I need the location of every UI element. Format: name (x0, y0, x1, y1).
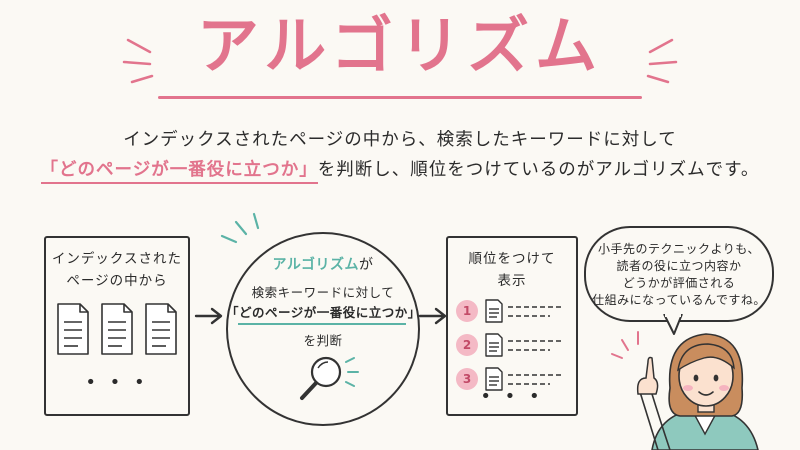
lead-line-2-rest: を判断し、順位をつけているのがアルゴリズムです。 (317, 160, 760, 180)
rank-number-1: 1 (456, 300, 478, 322)
bubble-line-3: どうかが評価される (622, 276, 736, 290)
document-icon (485, 299, 503, 323)
rank-number-2: 2 (456, 334, 478, 356)
circle-sparkles (220, 212, 260, 244)
rank-number-3: 3 (456, 368, 478, 390)
circle-underline (238, 323, 406, 325)
algorithm-circle (226, 232, 420, 426)
magnifier-icon (300, 356, 359, 400)
circle-title-algorithm: アルゴリズム (272, 257, 360, 273)
document-icon (485, 367, 503, 391)
indexed-pages-label: インデックスされた ページの中から (44, 248, 190, 292)
circle-line-2: 「どのページが一番役に立つか」 (226, 305, 421, 320)
lead-line-1: インデックスされたページの中から、検索したキーワードに対して (123, 130, 677, 150)
title-underline (158, 96, 642, 99)
document-icons (57, 303, 177, 355)
circle-line-3: を判断 (303, 333, 343, 348)
document-icon (57, 303, 89, 355)
more-pages-dots: • • • (85, 372, 149, 393)
ranked-results (485, 299, 562, 391)
lead-line-2: 「どのページが一番役に立つか」を判断し、順位をつけているのがアルゴリズムです。 (0, 156, 800, 184)
circle-line-1: 検索キーワードに対して (251, 285, 395, 300)
circle-title: アルゴリズムが (226, 254, 420, 274)
woman-illustration (611, 331, 759, 450)
speech-bubble (584, 226, 774, 322)
document-icon (101, 303, 133, 355)
ranking-label: 順位をつけて 表示 (446, 248, 578, 292)
indexed-pages-label-line1: インデックスされた (51, 251, 183, 267)
page-title: アルゴリズム (196, 9, 604, 82)
title-sparkles (122, 38, 678, 84)
bubble-line-1: 小手先のテクニックよりも、 (598, 242, 760, 256)
document-icon (145, 303, 177, 355)
bubble-line-2: 読者の役に立つ内容か (616, 259, 742, 273)
document-icon (485, 333, 503, 357)
sparkle-lines (611, 331, 639, 359)
arrow-right-icon (418, 307, 447, 325)
speech-bubble-tail (663, 314, 683, 335)
bubble-line-4: 仕組みになっているんですね。 (592, 293, 766, 307)
arrow-right-icon (194, 307, 223, 325)
ranking-label-line2: 表示 (497, 273, 527, 289)
lead-highlight: 「どのページが一番役に立つか」 (40, 160, 318, 184)
circle-title-ga: が (359, 257, 374, 273)
ranking-label-line1: 順位をつけて (468, 251, 556, 267)
more-results-dots: • • • (480, 386, 544, 407)
indexed-pages-label-line2: ページの中から (66, 273, 168, 289)
